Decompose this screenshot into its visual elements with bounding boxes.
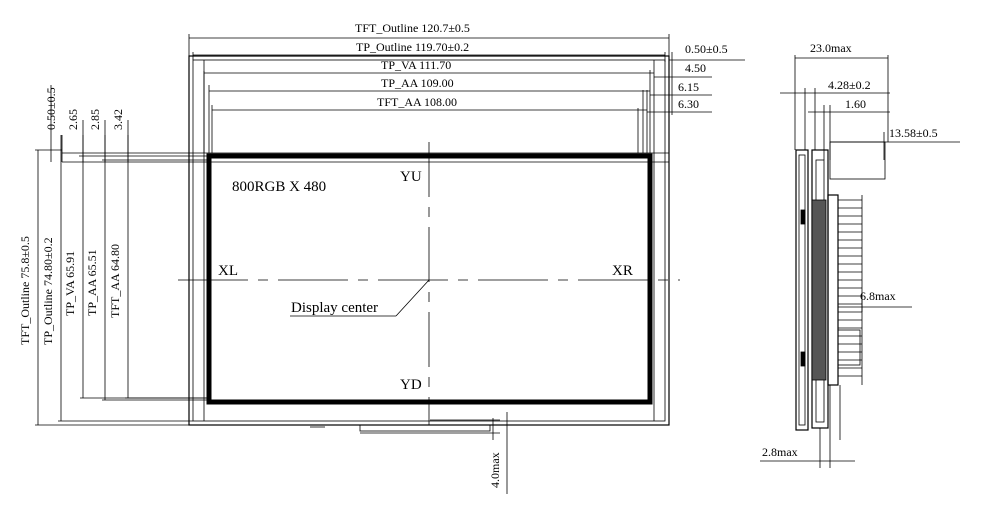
front-view: 800RGB X 480 YU YD XL XR Display center …: [62, 55, 680, 494]
left-tft-aa-dim: TFT_AA 64.80: [108, 244, 122, 318]
left-tp-outline-dim: TP_Outline 74.80±0.2: [41, 237, 55, 345]
xr-label: XR: [612, 263, 633, 279]
top-dimensions: TFT_Outline 120.7±0.5 TP_Outline 119.70±…: [188, 21, 745, 153]
fpc-max-dim: 4.0max: [488, 452, 502, 488]
top-offset-4: 6.30: [678, 97, 699, 111]
left-offset-1: 0.50±0.5: [44, 87, 58, 130]
active-area-rect: [206, 153, 653, 405]
top-offset-1: 0.50±0.5: [685, 42, 728, 56]
top-offset-3: 6.15: [678, 80, 699, 94]
side-pcb: [827, 194, 839, 386]
left-offset-2: 2.65: [66, 109, 80, 130]
side-view: 23.0max 4.28±0.2 1.60 13.58±0.5: [760, 41, 960, 468]
resolution-label: 800RGB X 480: [232, 179, 326, 195]
left-tp-va-dim: TP_VA 65.91: [63, 251, 77, 316]
side-dim-c: 13.58±0.5: [889, 126, 938, 140]
top-tp-outline-dim: TP_Outline 119.70±0.2: [356, 40, 469, 54]
xl-label: XL: [218, 263, 238, 279]
top-tp-va-dim: TP_VA 111.70: [381, 58, 451, 72]
side-dim-e: 2.8max: [762, 445, 798, 459]
yu-label: YU: [400, 169, 422, 185]
left-tft-outline-dim: TFT_Outline 75.8±0.5: [18, 236, 32, 345]
top-tp-aa-dim: TP_AA 109.00: [381, 76, 454, 90]
fpc-tail: [290, 412, 508, 494]
left-dimensions: TFT_Outline 75.8±0.5 TP_Outline 74.80±0.…: [18, 85, 209, 426]
side-total-thickness: 23.0max: [810, 41, 852, 55]
top-tft-outline-dim: TFT_Outline 120.7±0.5: [355, 21, 470, 35]
side-dim-a: 4.28±0.2: [828, 78, 871, 92]
left-offset-3: 2.85: [88, 109, 102, 130]
left-offset-4: 3.42: [111, 109, 125, 130]
side-dim-b: 1.60: [845, 97, 866, 111]
top-offset-2: 4.50: [685, 61, 706, 75]
left-tp-aa-dim: TP_AA 65.51: [85, 249, 99, 316]
side-glass: [795, 149, 809, 431]
side-dim-d: 6.8max: [860, 289, 896, 303]
display-center-label: Display center: [291, 300, 378, 316]
top-tft-aa-dim: TFT_AA 108.00: [377, 95, 457, 109]
yd-label: YD: [400, 377, 422, 393]
